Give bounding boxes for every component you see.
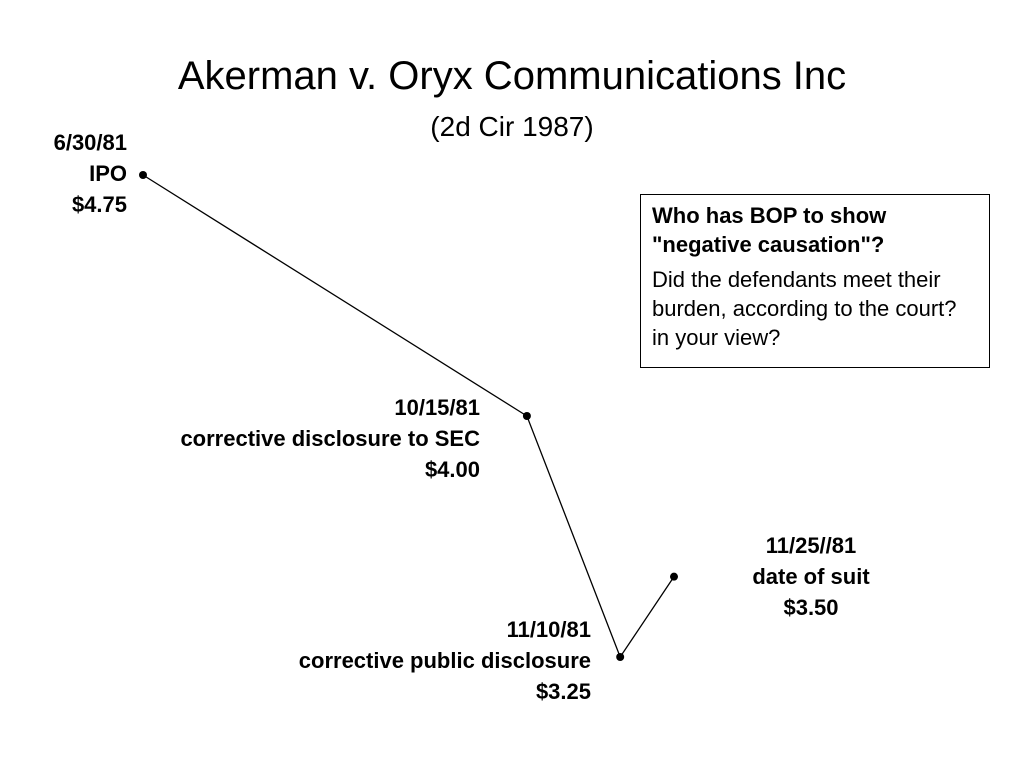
callout-body: Did the defendants meet their burden, ac…	[652, 267, 957, 350]
price-point-marker-3	[670, 572, 678, 581]
point-price: $3.25	[535, 679, 591, 704]
point-price: $3.50	[783, 595, 839, 620]
point-date: 11/25//81	[765, 533, 857, 558]
point-event: corrective public disclosure	[298, 648, 591, 673]
point-date: 10/15/81	[394, 395, 480, 420]
point-label-date-of-suit: 11/25//81 date of suit $3.50	[716, 530, 906, 623]
point-event: corrective disclosure to SEC	[180, 426, 480, 451]
point-price: $4.75	[71, 192, 127, 217]
point-price: $4.00	[424, 457, 480, 482]
callout-question: Who has BOP to show "negative causation"…	[652, 203, 887, 257]
point-label-sec-disclosure: 10/15/81 corrective disclosure to SEC $4…	[180, 392, 480, 485]
price-point-marker-1	[522, 412, 531, 420]
discussion-callout-box: Who has BOP to show "negative causation"…	[640, 194, 990, 368]
price-point-marker-2	[616, 653, 625, 661]
slide-subtitle: (2d Cir 1987)	[430, 111, 594, 142]
point-event: date of suit	[752, 564, 870, 589]
price-line	[142, 174, 675, 659]
point-date: 11/10/81	[506, 617, 591, 642]
price-point-marker-0	[139, 171, 147, 179]
point-label-ipo: 6/30/81 IPO $4.75	[54, 127, 127, 220]
point-label-public-disclosure: 11/10/81 corrective public disclosure $3…	[299, 614, 591, 707]
point-event: IPO	[89, 161, 127, 186]
point-date: 6/30/81	[53, 130, 127, 155]
slide-title: Akerman v. Oryx Communications Inc	[177, 54, 847, 98]
